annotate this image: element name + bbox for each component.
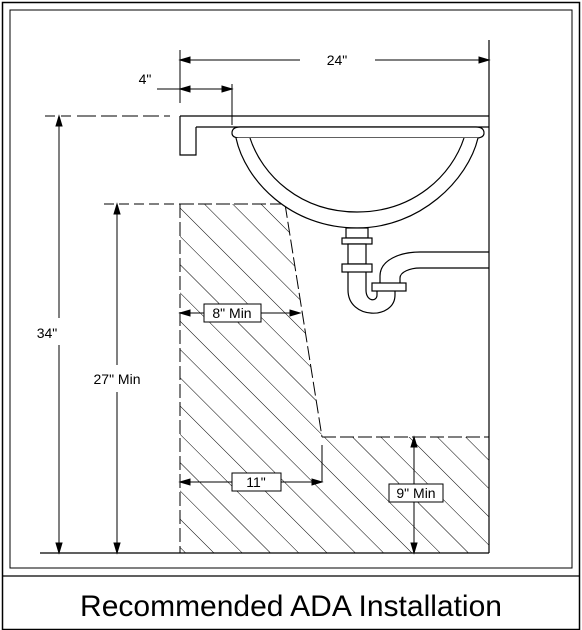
label-counter-depth: 24" xyxy=(327,52,348,68)
label-total-height: 34" xyxy=(37,325,58,341)
drain-p-trap xyxy=(341,227,489,314)
clearance-zone xyxy=(179,203,489,553)
label-overhang: 4" xyxy=(139,71,152,87)
dim-counter-depth xyxy=(178,50,491,103)
dim-knee-depth xyxy=(178,303,302,323)
inner-frame xyxy=(9,9,573,569)
sink-bowl xyxy=(231,126,485,229)
label-knee-height: 27" Min xyxy=(94,371,141,387)
label-toe-depth: 11" xyxy=(246,474,266,490)
label-knee-depth: 8" Min xyxy=(212,305,251,321)
label-toe-height: 9" Min xyxy=(396,485,435,501)
dim-toe-depth xyxy=(178,445,324,492)
dim-total-height xyxy=(45,114,170,555)
dim-toe-height xyxy=(388,435,444,555)
diagram-caption: Recommended ADA Installation xyxy=(80,590,502,623)
dim-knee-height xyxy=(104,202,180,555)
dim-overhang xyxy=(157,84,234,125)
